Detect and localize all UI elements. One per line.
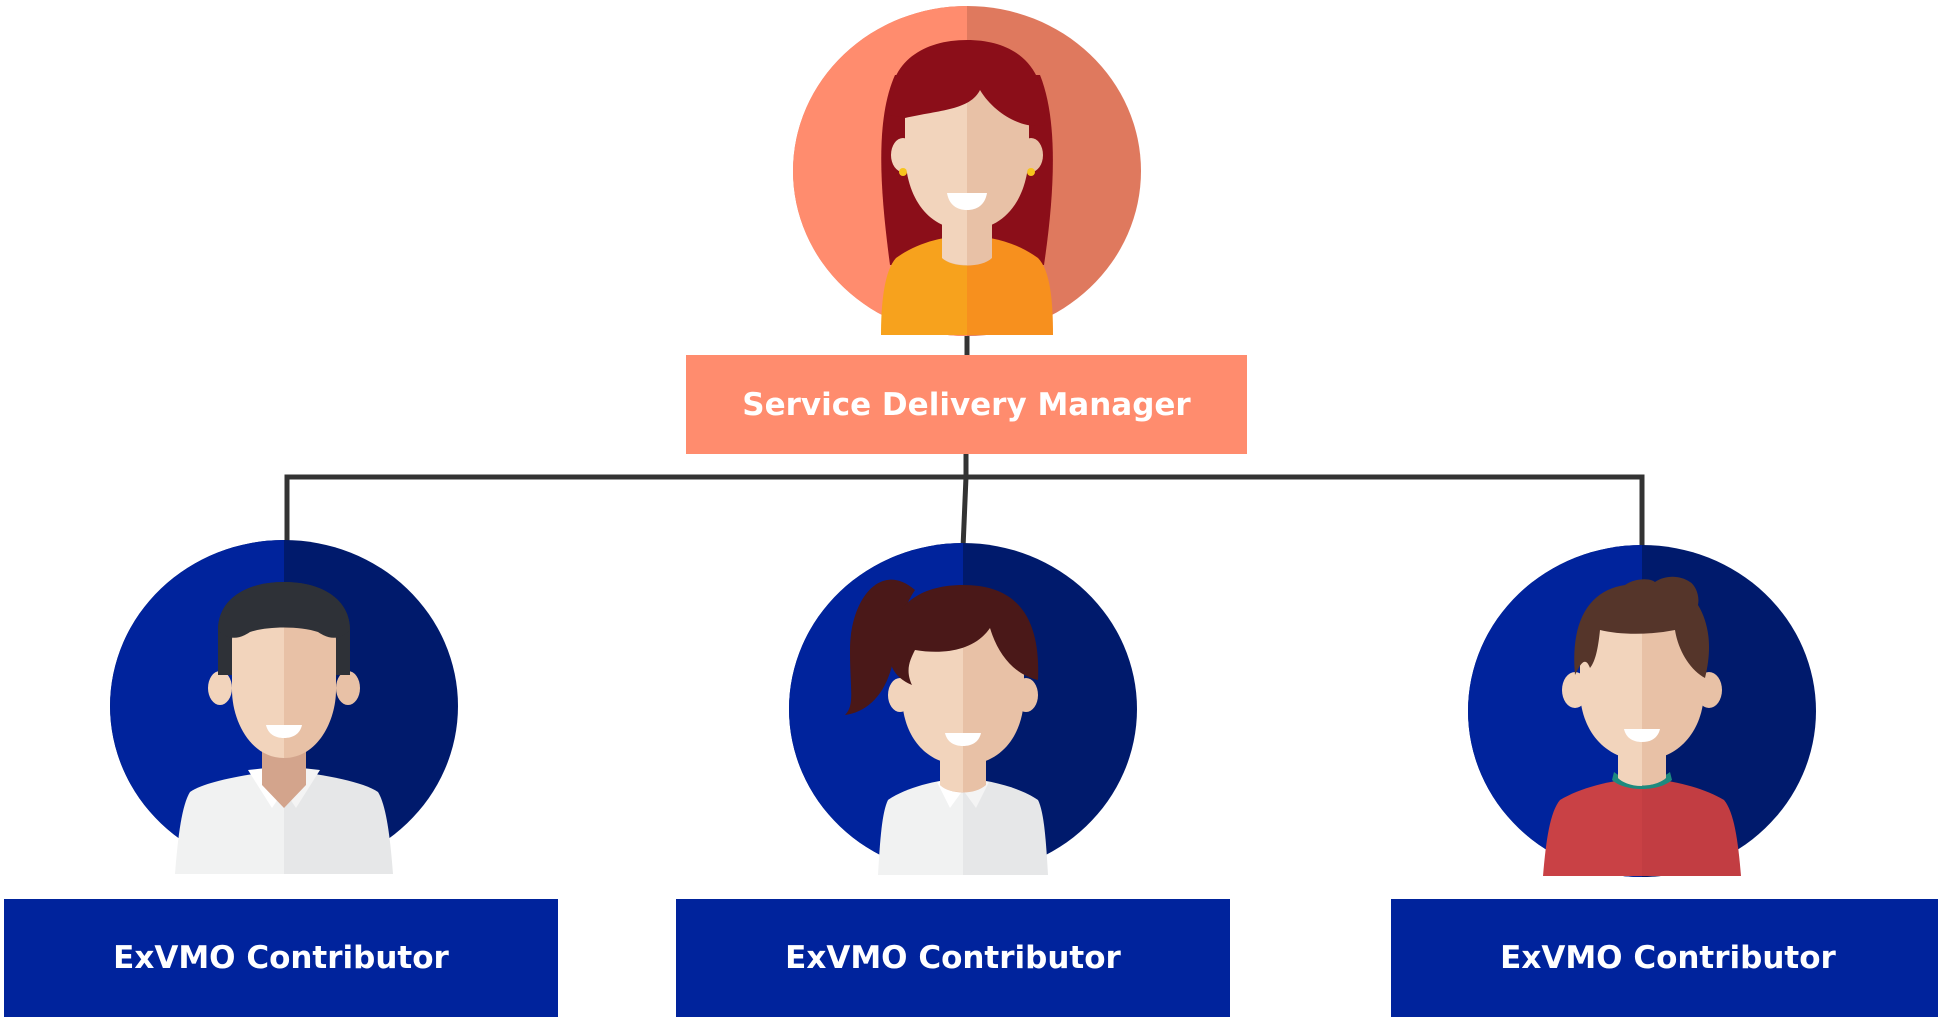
contributor-box-3 <box>1391 899 1938 1017</box>
manager-avatar <box>793 6 1141 336</box>
woman-ponytail-avatar-icon <box>845 579 1048 875</box>
woman-avatar-icon <box>881 40 1053 335</box>
contributor-avatar-1 <box>110 540 458 874</box>
connector-lines <box>284 334 1645 549</box>
manager-box <box>686 355 1247 454</box>
contributor-avatar-2 <box>789 543 1137 875</box>
contributor-box-2 <box>676 899 1230 1017</box>
contributor-box-1 <box>4 899 558 1017</box>
contributor-role-label-1: ExVMO Contributor <box>113 940 449 976</box>
manager-role-label: Service Delivery Manager <box>742 386 1191 423</box>
contributor-role-label-2: ExVMO Contributor <box>785 940 1121 976</box>
contributor-role-label-3: ExVMO Contributor <box>1500 940 1836 976</box>
man-avatar-icon <box>175 582 393 874</box>
boy-avatar-icon <box>1543 576 1741 876</box>
contributor-avatar-3 <box>1468 545 1816 877</box>
